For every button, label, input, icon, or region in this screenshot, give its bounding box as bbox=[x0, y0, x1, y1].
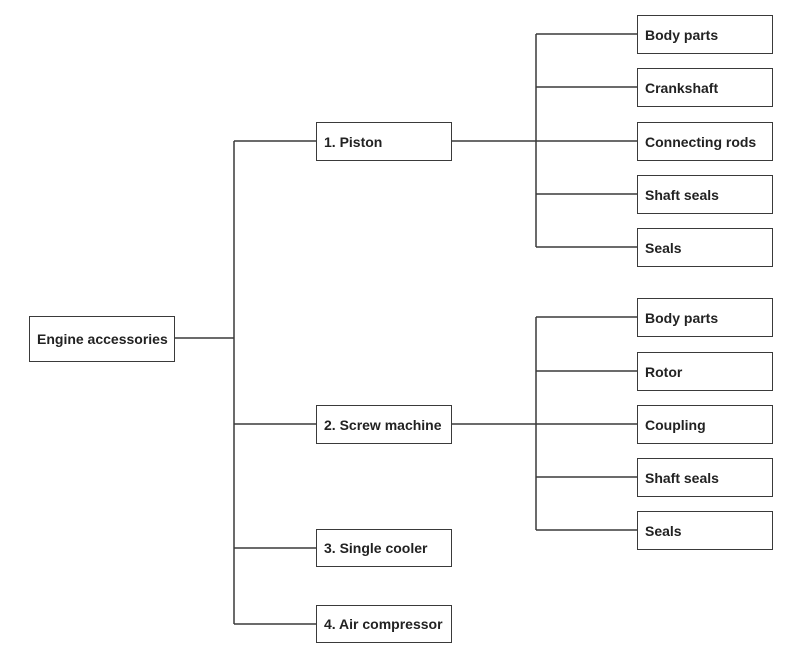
leaf-label: Shaft seals bbox=[645, 469, 719, 486]
root-node: Engine accessories bbox=[29, 316, 175, 362]
piston-leaf-connecting-rods: Connecting rods bbox=[637, 122, 773, 161]
branch-piston-label: 1. Piston bbox=[324, 133, 383, 150]
branch-air-compressor-node: 4. Air compressor bbox=[316, 605, 452, 643]
screw-leaf-coupling: Coupling bbox=[637, 405, 773, 444]
leaf-label: Body parts bbox=[645, 26, 719, 43]
screw-leaf-rotor: Rotor bbox=[637, 352, 773, 391]
branch-air-compressor-label: 4. Air compressor bbox=[324, 616, 443, 632]
leaf-label: Body parts bbox=[645, 309, 719, 326]
piston-leaf-body-parts: Body parts bbox=[637, 15, 773, 54]
leaf-label: Crankshaft bbox=[645, 79, 719, 96]
leaf-label: Coupling bbox=[645, 416, 706, 433]
branch-single-cooler-label: 3. Single cooler bbox=[324, 540, 428, 556]
leaf-label: Seals bbox=[645, 522, 682, 539]
branch-piston-node: 1. Piston bbox=[316, 122, 452, 161]
screw-leaf-body-parts: Body parts bbox=[637, 298, 773, 337]
leaf-label: Shaft seals bbox=[645, 186, 719, 203]
piston-leaf-seals: Seals bbox=[637, 228, 773, 267]
branch-screw-machine-label: 2. Screw machine bbox=[324, 416, 442, 433]
leaf-label: Seals bbox=[645, 239, 682, 256]
root-node-label: Engine accessories bbox=[37, 331, 168, 347]
screw-leaf-seals: Seals bbox=[637, 511, 773, 550]
leaf-label: Connecting rods bbox=[645, 133, 757, 150]
screw-leaf-shaft-seals: Shaft seals bbox=[637, 458, 773, 497]
piston-leaf-crankshaft: Crankshaft bbox=[637, 68, 773, 107]
piston-leaf-shaft-seals: Shaft seals bbox=[637, 175, 773, 214]
branch-screw-machine-node: 2. Screw machine bbox=[316, 405, 452, 444]
branch-single-cooler-node: 3. Single cooler bbox=[316, 529, 452, 567]
leaf-label: Rotor bbox=[645, 363, 683, 380]
